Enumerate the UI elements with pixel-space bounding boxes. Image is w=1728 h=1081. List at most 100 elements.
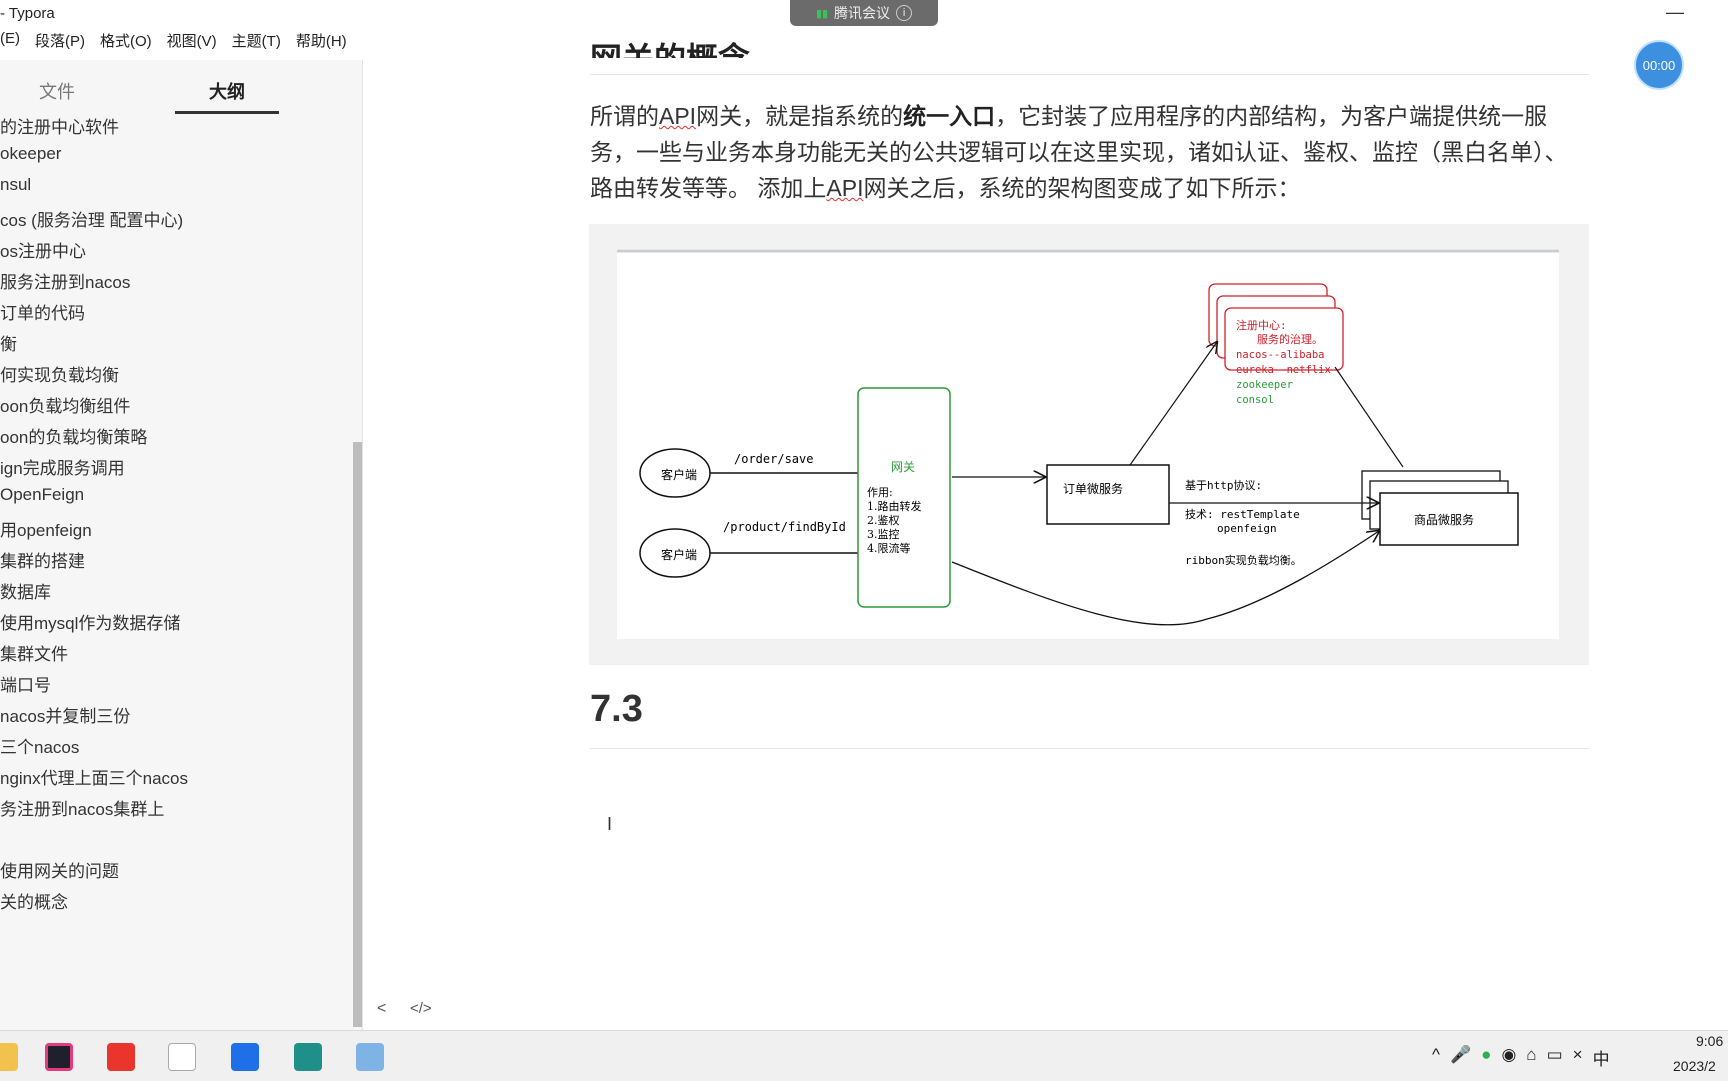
- source-code-icon[interactable]: </>: [410, 1000, 432, 1017]
- outline-item[interactable]: oon的负载均衡策略: [0, 428, 148, 447]
- para-bold: 统一入口: [903, 103, 996, 129]
- menu-edit[interactable]: (E): [0, 30, 20, 47]
- registry-line: eureka--netflix: [1236, 364, 1331, 376]
- display-icon[interactable]: ▭: [1546, 1045, 1563, 1064]
- paragraph[interactable]: 所谓的API网关，就是指系统的统一入口，它封装了应用程序的内部结构，为客户端提供…: [590, 98, 1590, 206]
- text-cursor: I: [607, 814, 613, 834]
- outline-item[interactable]: 用openfeign: [0, 521, 92, 540]
- intellij-icon[interactable]: [294, 1043, 322, 1071]
- meeting-pill[interactable]: ▮▮ 腾讯会议 i: [790, 0, 938, 26]
- outline-item[interactable]: 服务注册到nacos: [0, 273, 131, 292]
- order-service-label: 订单微服务: [1063, 481, 1123, 496]
- outline-item[interactable]: 使用网关的问题: [0, 862, 119, 881]
- outline-item[interactable]: 集群的搭建: [0, 552, 85, 571]
- meeting-label: 腾讯会议: [834, 5, 891, 21]
- outline-item[interactable]: 务注册到nacos集群上: [0, 800, 165, 819]
- architecture-diagram[interactable]: 客户端 客户端 /order/save /product/findById 网关…: [617, 249, 1559, 639]
- outline-item[interactable]: ign完成服务调用: [0, 459, 125, 478]
- microphone-icon[interactable]: 🎤: [1449, 1045, 1472, 1064]
- order-service-box: [1046, 464, 1170, 525]
- signal-icon: ▮▮: [815, 7, 829, 20]
- outline-item[interactable]: nacos并复制三份: [0, 707, 131, 726]
- registry-line: consol: [1236, 394, 1274, 406]
- outline-item[interactable]: 的注册中心软件: [0, 118, 119, 137]
- minimize-button[interactable]: —: [1666, 2, 1684, 22]
- menu-view[interactable]: 视图(V): [166, 33, 217, 50]
- para-text: 网关之后，系统的架构图变成了如下所示：: [863, 175, 1301, 201]
- gateway-item: 4.限流等: [867, 541, 911, 555]
- menu-bar: (E) 段落(P) 格式(O) 视图(V) 主题(T) 帮助(H): [0, 30, 362, 56]
- tab-outline[interactable]: 大纲: [209, 82, 245, 102]
- heading-rule: [590, 748, 1589, 749]
- info-icon[interactable]: i: [896, 5, 913, 21]
- heading-partial: 网关的概念: [590, 26, 1490, 58]
- tab-files[interactable]: 文件: [39, 82, 75, 102]
- gateway-role: 作用:: [867, 486, 893, 499]
- typora-icon[interactable]: [168, 1043, 196, 1071]
- tray-expand-icon[interactable]: ^: [1432, 1045, 1440, 1064]
- outline-item[interactable]: 衡: [0, 335, 17, 354]
- menu-help[interactable]: 帮助(H): [295, 33, 347, 50]
- para-text: 网关，就是指系统的: [696, 103, 904, 129]
- gateway-title: 网关: [891, 460, 915, 474]
- outline-item[interactable]: oon负载均衡组件: [0, 397, 131, 416]
- outline-item[interactable]: 使用mysql作为数据存储: [0, 614, 181, 633]
- registry-line: zookeeper: [1236, 379, 1293, 391]
- path-product-find: /product/findById: [723, 520, 846, 534]
- clock-date[interactable]: 2023/2: [1673, 1058, 1716, 1074]
- outline-item[interactable]: 订单的代码: [0, 304, 85, 323]
- ribbon-label: ribbon实现负载均衡。: [1185, 553, 1302, 567]
- outline-item[interactable]: okeeper: [0, 144, 62, 163]
- gateway-item: 1.路由转发: [867, 499, 922, 513]
- tencent-meeting-icon[interactable]: [231, 1043, 259, 1071]
- path-order-save: /order/save: [734, 452, 813, 466]
- para-api: API: [659, 103, 697, 129]
- heading-partial-text: 网关的概念: [590, 34, 750, 58]
- folder-icon[interactable]: [0, 1043, 18, 1071]
- para-text: 所谓的: [590, 103, 659, 129]
- order-to-registry-line: [1129, 342, 1217, 466]
- registry-to-product-line: [1334, 366, 1404, 468]
- menu-theme[interactable]: 主题(T): [231, 33, 281, 50]
- input-method-icon[interactable]: 中: [1592, 1050, 1610, 1069]
- clock-time[interactable]: 9:06: [1696, 1033, 1724, 1049]
- taskbar: [0, 1030, 1728, 1081]
- heading-7-3[interactable]: 7.3: [590, 688, 643, 730]
- gateway-to-product-curve: [951, 531, 1379, 626]
- wechat-icon[interactable]: ●: [1481, 1045, 1492, 1064]
- outline-item[interactable]: 端口号: [0, 676, 51, 695]
- product-box-front: [1379, 492, 1519, 546]
- menu-format[interactable]: 格式(O): [100, 33, 152, 50]
- outline-item[interactable]: os注册中心: [0, 242, 86, 261]
- gateway-item: 2.鉴权: [867, 514, 900, 527]
- client-label-2: 客户端: [661, 547, 697, 562]
- timer-badge[interactable]: 00:00: [1634, 40, 1684, 90]
- outline-item[interactable]: 集群文件: [0, 645, 68, 664]
- jetbrains-icon[interactable]: [45, 1043, 73, 1071]
- client-label-1: 客户端: [661, 467, 697, 482]
- outline-item[interactable]: 数据库: [0, 583, 51, 602]
- para-text: ，它封装了应用程序的内部结构，为客户端提供统一服 务，一些与业务本身功能无关的公…: [590, 103, 1568, 201]
- outline-item[interactable]: nsul: [0, 175, 32, 194]
- system-tray: ^ 🎤 ● ◉ ⌂ ▭ × 中: [1432, 1045, 1610, 1070]
- tab-active-indicator: [175, 111, 279, 114]
- outline-item[interactable]: OpenFeign: [0, 485, 85, 504]
- outline-item[interactable]: cos (服务治理 配置中心): [0, 211, 184, 230]
- wps-icon[interactable]: [107, 1043, 135, 1071]
- outline-item[interactable]: 何实现负载均衡: [0, 366, 119, 385]
- sidebar-scrollbar[interactable]: [353, 442, 362, 1027]
- network-icon[interactable]: ⌂: [1526, 1045, 1537, 1064]
- gateway-item: 3.监控: [867, 527, 900, 541]
- menu-paragraph[interactable]: 段落(P): [35, 33, 85, 50]
- volume-muted-icon[interactable]: ×: [1572, 1045, 1583, 1064]
- heading-rule: [590, 74, 1589, 75]
- product-service-label: 商品微服务: [1414, 512, 1474, 527]
- sidebar: 文件 大纲 的注册中心软件 okeeper nsul cos (服务治理 配置中心) o…: [0, 60, 363, 1030]
- paint-icon[interactable]: [356, 1043, 384, 1071]
- outline-item[interactable]: 三个nacos: [0, 738, 80, 757]
- outline-item[interactable]: 关的概念: [0, 893, 68, 912]
- registry-title: 注册中心:: [1236, 318, 1287, 332]
- qq-icon[interactable]: ◉: [1501, 1045, 1517, 1064]
- back-icon[interactable]: <: [377, 1000, 387, 1017]
- outline-item[interactable]: nginx代理上面三个nacos: [0, 769, 189, 788]
